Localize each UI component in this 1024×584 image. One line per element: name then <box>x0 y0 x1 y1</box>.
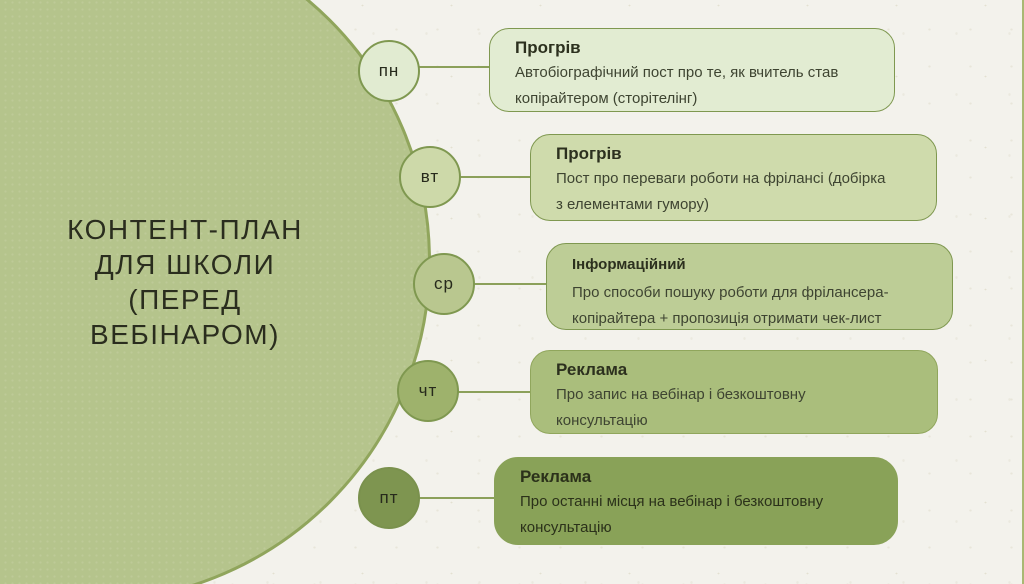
day-label: пт <box>379 488 399 507</box>
page-title: КОНТЕНТ-ПЛАН ДЛЯ ШКОЛИ (ПЕРЕД ВЕБІНАРОМ) <box>67 214 303 350</box>
day-label: ср <box>434 274 454 293</box>
card-body: Пост про переваги роботи на фрілансі (до… <box>556 170 886 213</box>
day-circle-tuesday: вт <box>399 146 461 208</box>
day-circle-monday: пн <box>358 40 420 102</box>
content-card-thursday: Реклама Про запис на вебінар і безкоштов… <box>530 350 938 434</box>
connector-line <box>458 391 532 393</box>
content-card-friday: Реклама Про останні місця на вебінар і б… <box>494 457 898 545</box>
card-body: Про способи пошуку роботи для фрілансера… <box>572 284 889 327</box>
day-label: чт <box>418 381 438 400</box>
day-circle-thursday: чт <box>397 360 459 422</box>
card-body: Автобіографічний пост про те, як вчитель… <box>515 64 839 107</box>
connector-line <box>419 66 491 68</box>
card-title: Реклама <box>520 467 592 486</box>
day-circle-wednesday: ср <box>413 253 475 315</box>
card-title: Реклама <box>556 360 628 379</box>
slide-right-edge-line <box>1022 0 1024 584</box>
card-body: Про запис на вебінар і безкоштовну консу… <box>556 386 806 429</box>
connector-line <box>459 176 532 178</box>
day-label: пн <box>378 61 400 80</box>
day-label: вт <box>420 167 440 186</box>
card-body: Про останні місця на вебінар і безкоштов… <box>520 493 824 536</box>
content-card-wednesday: Інформаційний Про способи пошуку роботи … <box>546 243 953 330</box>
content-card-tuesday: Прогрів Пост про переваги роботи на фріл… <box>530 134 937 221</box>
card-title: Прогрів <box>515 38 581 57</box>
connector-line <box>473 283 548 285</box>
day-circle-friday: пт <box>358 467 420 529</box>
card-title: Інформаційний <box>572 256 686 273</box>
card-title: Прогрів <box>556 144 622 163</box>
content-card-monday: Прогрів Автобіографічний пост про те, як… <box>489 28 895 112</box>
connector-line <box>418 497 499 499</box>
